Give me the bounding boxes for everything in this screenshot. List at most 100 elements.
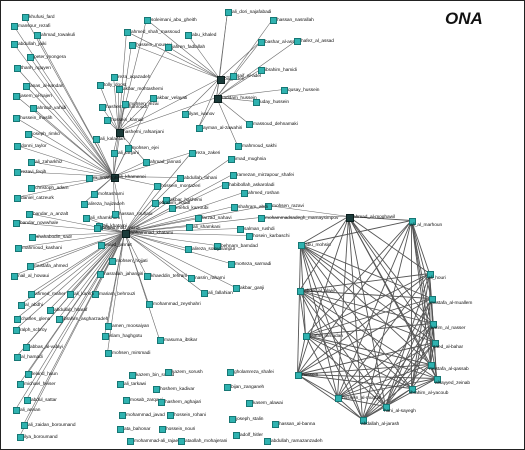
node-hashemi-rafsanjani[interactable] <box>116 129 124 137</box>
node-hashem-aghajari[interactable] <box>158 399 165 406</box>
node-mustafa-al-muallem[interactable] <box>429 296 436 303</box>
node-mohsen-ejei[interactable] <box>125 145 132 152</box>
node-mosab-zarqawi[interactable] <box>123 397 130 404</box>
node-hossein[interactable] <box>295 372 302 379</box>
node-ilya-boroumand[interactable] <box>17 434 24 441</box>
node-mohammadsadegh[interactable] <box>258 215 265 222</box>
node-kazem-sorush[interactable] <box>165 369 172 376</box>
node-ali-dori-najafabadi[interactable] <box>225 9 232 16</box>
node-daniel-catzeurk[interactable] <box>14 195 21 202</box>
node-hossein-mousavi[interactable] <box>129 42 136 49</box>
node-ali-zaharkhiz[interactable] <box>28 159 35 166</box>
node-bandar-a-anzalt[interactable] <box>26 211 33 218</box>
node-hassan-nasrallah[interactable] <box>270 17 277 24</box>
node-ali-fallahian[interactable] <box>201 290 208 297</box>
node-saif-al-adel[interactable] <box>230 73 237 80</box>
node-ahmad-al-moqhawil[interactable] <box>346 214 354 222</box>
node-ahmed-maher[interactable] <box>28 291 35 298</box>
node-hossein-nouri[interactable] <box>159 426 166 433</box>
node-masuma-ibtikar[interactable] <box>157 337 164 344</box>
node-michael-heiser[interactable] <box>17 381 24 388</box>
node-islam-haghgotu[interactable] <box>102 333 109 340</box>
node-rezavi-feqih[interactable] <box>14 169 21 176</box>
node-hossein-rohani[interactable] <box>167 412 174 419</box>
node-mohammad-zeyshahri[interactable] <box>146 301 153 308</box>
node-salman-rushdi[interactable] <box>237 226 244 233</box>
node-ali-tarkawi[interactable] <box>117 381 124 388</box>
node-hassan-rouhani[interactable] <box>112 211 119 218</box>
node-bin-laden[interactable] <box>217 76 225 84</box>
node-bijan-zanganeh[interactable] <box>224 384 231 391</box>
node-charles-glenn[interactable] <box>14 316 21 323</box>
node-reza-zakeri[interactable] <box>189 150 196 157</box>
node-khaeddin-tehrani[interactable] <box>144 273 151 280</box>
node-mansour-rezafi[interactable] <box>11 23 18 30</box>
node-ali-khamenei[interactable] <box>111 174 119 182</box>
node-abdullah-hitaraf[interactable] <box>47 307 54 314</box>
node-ahmed-shah-massoud[interactable] <box>124 29 131 36</box>
node-abdullah-tahani[interactable] <box>177 175 184 182</box>
node-abdullah-ramazanzadeh[interactable] <box>264 438 271 445</box>
node-alsayyed-zeinab[interactable] <box>434 376 441 383</box>
node-christoph-adam[interactable] <box>28 185 35 192</box>
node-al-hamadi[interactable] <box>14 354 21 361</box>
node-ali-annan[interactable] <box>13 407 20 414</box>
node-ilyas-ivanov[interactable] <box>182 111 189 118</box>
node-anas-al-kandari[interactable] <box>23 83 30 90</box>
node-ibrahim-al-yacoub[interactable] <box>409 386 416 393</box>
node-peter-mongera[interactable] <box>27 54 34 61</box>
node-ali-zaidan-boroumand[interactable] <box>21 422 28 429</box>
node-ali-houri[interactable] <box>427 271 434 278</box>
node-amen-moosaiyan[interactable] <box>105 323 112 330</box>
node-ibrahim-asgharzadeh[interactable] <box>56 316 63 323</box>
node-joseph-stalin[interactable] <box>229 416 236 423</box>
node-mehdi-karroubi[interactable] <box>169 205 176 212</box>
node-abdel-al-alwie[interactable] <box>297 288 304 295</box>
node-nail-al-howaui[interactable] <box>11 273 18 280</box>
node-leland-haun[interactable] <box>25 371 32 378</box>
node-massoud-dehnamaki[interactable] <box>246 121 253 128</box>
node-saed-al-bahar[interactable] <box>432 340 439 347</box>
node-joseph-rimko[interactable] <box>25 131 32 138</box>
node-jasem-al-hajeri[interactable] <box>13 93 20 100</box>
node-reza-aqazadeh[interactable] <box>111 74 118 81</box>
node-mohsen-razavi[interactable] <box>265 203 272 210</box>
node-hashemi-shahroudi[interactable] <box>99 104 106 111</box>
node-morteza-sarmadi[interactable] <box>228 261 235 268</box>
node-gholamreza-shafei[interactable] <box>227 369 234 376</box>
node-mohtashami[interactable] <box>91 191 98 198</box>
node-behnam-bamdad[interactable] <box>214 243 221 250</box>
node-ali-kalantari[interactable] <box>93 136 100 143</box>
node-kasem-alawai[interactable] <box>246 400 253 407</box>
node-alireza-hajizadeh[interactable] <box>81 201 88 208</box>
node-mariam-behrouzi[interactable] <box>92 291 99 298</box>
node-hafez-al-assad[interactable] <box>294 38 301 45</box>
node-ahmed-roshan[interactable] <box>241 190 248 197</box>
node-shahram-abdi[interactable] <box>231 204 238 211</box>
node-shahabodin-sadr[interactable] <box>29 234 36 241</box>
node-ahmad-jannati[interactable] <box>143 159 150 166</box>
node-thanh-nguyen[interactable] <box>14 65 21 72</box>
node-farzad-nahavi[interactable] <box>195 215 202 222</box>
node-ramezan-mirzapour[interactable] <box>230 172 237 179</box>
node-hossein-kamali[interactable] <box>104 117 111 124</box>
node-mustafa-ahmed[interactable] <box>27 263 34 270</box>
node-tolly-doost[interactable] <box>97 82 104 89</box>
node-hossein-montazeri[interactable] <box>154 183 161 190</box>
node-mohsen-mirsmadi[interactable] <box>105 350 112 357</box>
node-akbar-mohtashemi[interactable] <box>116 86 123 93</box>
node-ali-karimi[interactable] <box>67 291 74 298</box>
node-kazem-bin-soued[interactable] <box>129 372 136 379</box>
node-alireza-soleymanpur[interactable] <box>185 246 192 253</box>
node-mohsen-rezai[interactable] <box>122 101 129 108</box>
node-ayman-al-zawahiri[interactable] <box>196 125 203 132</box>
node-abdul-sattar[interactable] <box>24 397 31 404</box>
node-hani-al-sayegh[interactable] <box>383 404 390 411</box>
node-m-nowfeghi[interactable] <box>86 175 93 182</box>
node-hussein-muslih[interactable] <box>13 115 20 122</box>
node-abu-mohsin[interactable] <box>298 242 305 249</box>
node-jaafar-ramadan[interactable] <box>303 333 310 340</box>
node-donni-taylor[interactable] <box>14 143 21 150</box>
node-hoshem-kadivar[interactable] <box>153 386 160 393</box>
node-mohammad-yazdi[interactable] <box>94 225 101 232</box>
